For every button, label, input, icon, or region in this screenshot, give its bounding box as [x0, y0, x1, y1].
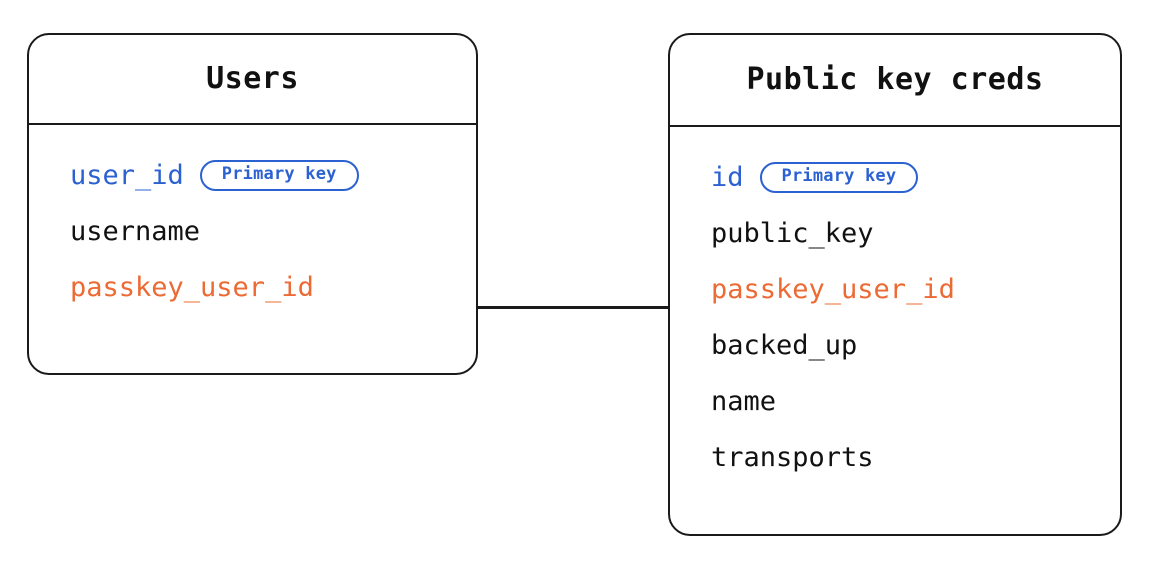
field-row[interactable]: transports [711, 429, 1102, 485]
field-row[interactable]: id Primary key [711, 149, 1102, 205]
primary-key-badge: Primary key [199, 159, 359, 191]
entity-public-key-creds[interactable]: Public key creds id Primary key public_k… [668, 33, 1122, 536]
field-row[interactable]: passkey_user_id [70, 259, 458, 315]
field-name-backed-up: backed_up [711, 329, 858, 361]
field-row[interactable]: user_id Primary key [70, 147, 458, 203]
primary-key-badge-label: Primary key [781, 165, 897, 186]
field-name-username: username [70, 215, 201, 247]
field-row[interactable]: passkey_user_id [711, 261, 1102, 317]
field-name-id: id [711, 161, 744, 193]
entity-public-key-creds-header: Public key creds [670, 35, 1120, 127]
field-name-user-id: user_id [70, 159, 184, 191]
field-name-name: name [711, 385, 777, 417]
relationship-connector-line [477, 306, 669, 309]
field-row[interactable]: public_key [711, 205, 1102, 261]
primary-key-badge-label: Primary key [221, 163, 337, 184]
entity-public-key-creds-fields: id Primary key public_key passkey_user_i… [670, 127, 1120, 485]
field-row[interactable]: username [70, 203, 458, 259]
field-row[interactable]: name [711, 373, 1102, 429]
field-name-transports: transports [711, 441, 874, 473]
entity-users-title: Users [206, 61, 299, 96]
field-name-passkey-user-id: passkey_user_id [711, 273, 955, 305]
entity-users-header: Users [29, 35, 476, 125]
entity-users-fields: user_id Primary key username passkey_use… [29, 125, 476, 315]
entity-public-key-creds-title: Public key creds [746, 62, 1044, 97]
field-name-public-key: public_key [711, 217, 874, 249]
entity-users[interactable]: Users user_id Primary key username passk… [27, 33, 478, 375]
field-name-passkey-user-id: passkey_user_id [70, 271, 314, 303]
primary-key-badge: Primary key [759, 161, 919, 193]
field-row[interactable]: backed_up [711, 317, 1102, 373]
